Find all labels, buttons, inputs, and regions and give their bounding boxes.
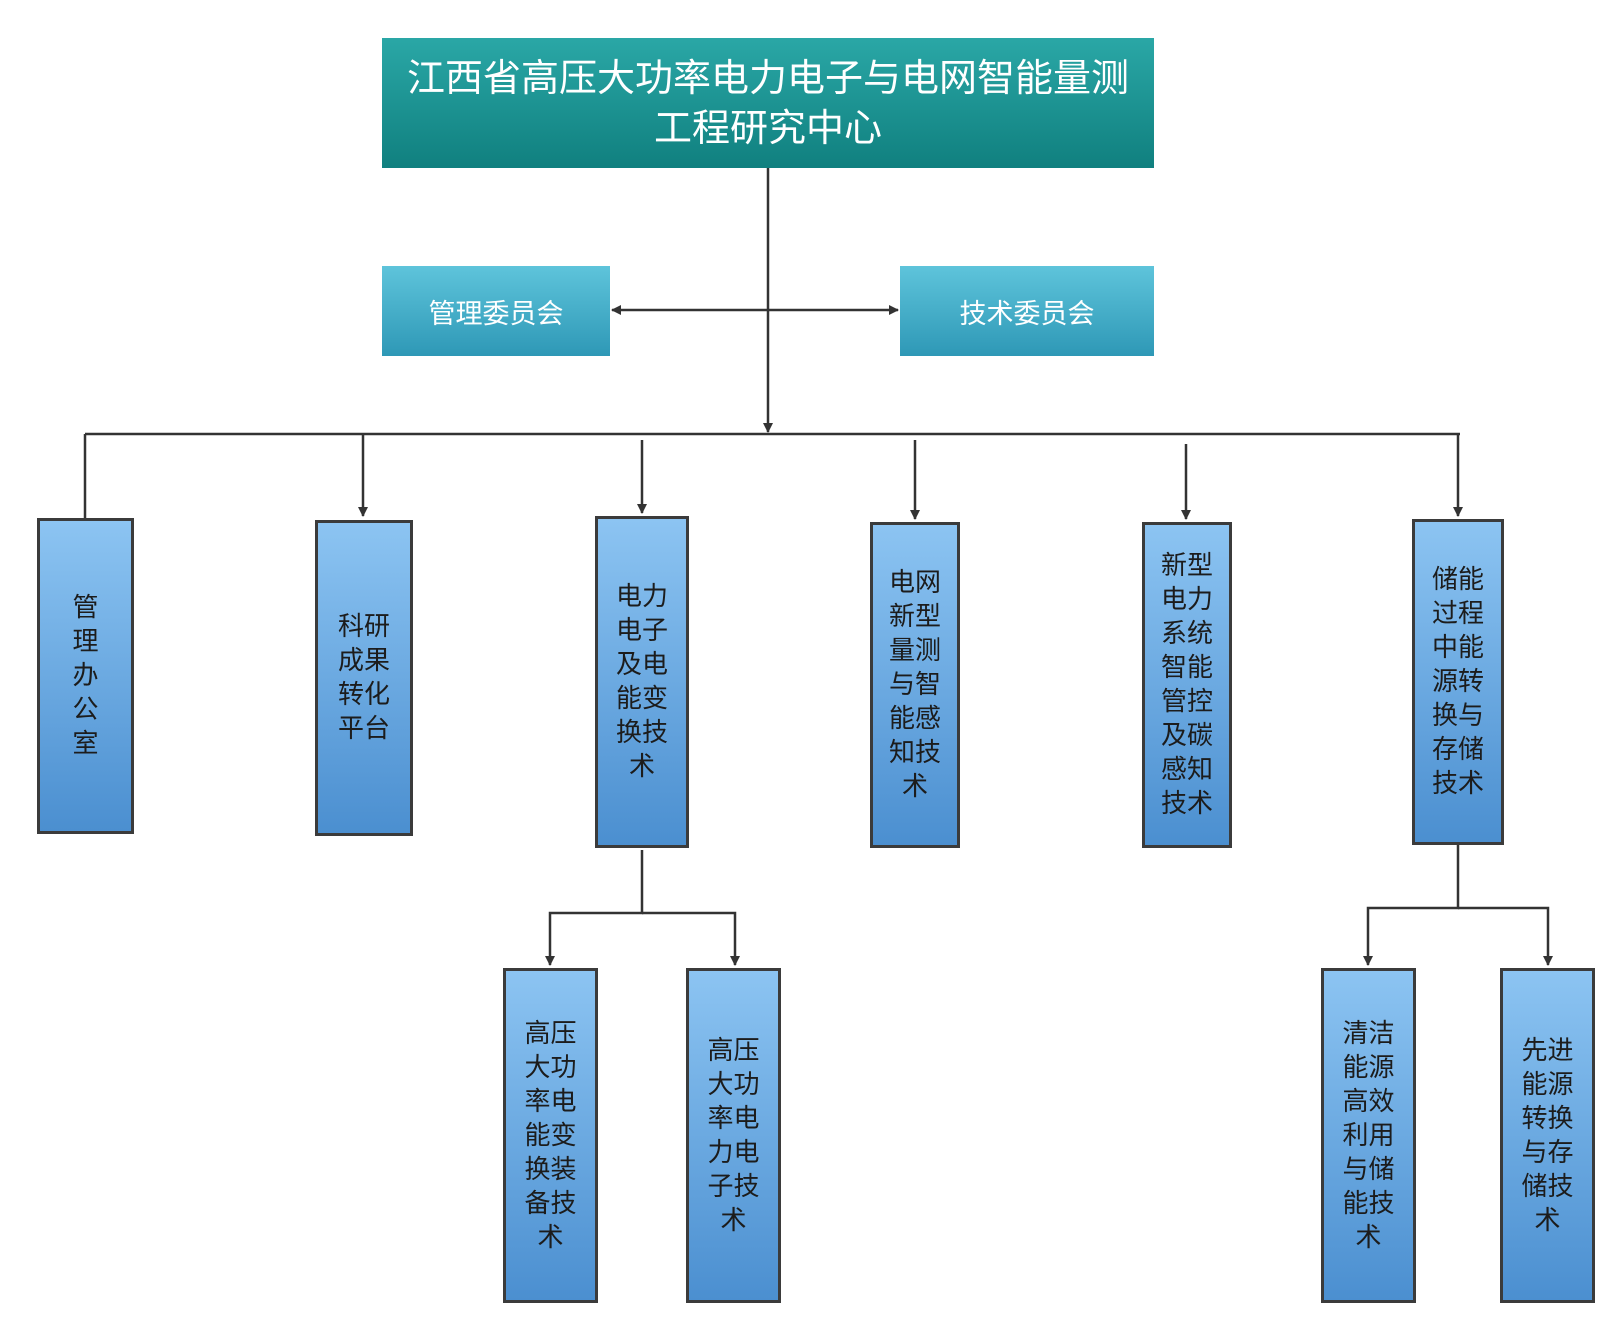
sub-arrow-es-1 [1363,845,1460,966]
dept-label: 储能过程中能源转换与存储技术 [1431,565,1484,799]
subdept-label: 高压大功率电力电子技术 [707,1035,760,1236]
subdept-hv-conversion-equipment: 高压大功率电能变换装备技术 [503,968,598,1303]
dept-power-system-control: 新型电力系统智能管控及碳感知技术 [1142,522,1232,848]
subdept-label: 先进能源转换与存储技术 [1521,1035,1574,1236]
sub-arrow-pe-1 [545,850,644,966]
sub-arrow-es-2 [1458,906,1553,966]
management-committee-box: 管理委员会 [382,266,610,356]
dept-management-office: 管理办公室 [37,518,134,834]
dept-energy-storage: 储能过程中能源转换与存储技术 [1412,519,1504,845]
technical-committee-label: 技术委员会 [959,298,1095,330]
dept-label: 管理办公室 [72,593,99,759]
technical-committee-box: 技术委员会 [900,266,1154,356]
subdept-label: 清洁能源高效利用与储能技术 [1342,1018,1395,1253]
dept-label: 电网新型量测与智能感知技术 [888,568,941,802]
center-title-text: 江西省高压大功率电力电子与电网智能量测工程研究中心 [406,56,1129,150]
dept-grid-measurement: 电网新型量测与智能感知技术 [870,522,960,848]
subdept-label: 高压大功率电能变换装备技术 [524,1018,577,1253]
center-title-box: 江西省高压大功率电力电子与电网智能量测工程研究中心 [382,38,1154,168]
subdept-hv-power-electronics: 高压大功率电力电子技术 [686,968,781,1303]
management-committee-label: 管理委员会 [428,298,564,330]
dept-label: 电力电子及电能变换技术 [615,582,668,782]
subdept-advanced-energy-conversion: 先进能源转换与存储技术 [1500,968,1595,1303]
dept-power-electronics: 电力电子及电能变换技术 [595,516,689,848]
dept-research-transfer-platform: 科研成果转化平台 [315,520,413,836]
dept-label: 新型电力系统智能管控及碳感知技术 [1160,551,1213,819]
dept-label: 科研成果转化平台 [337,612,390,744]
sub-arrow-pe-2 [642,911,740,966]
subdept-clean-energy-storage: 清洁能源高效利用与储能技术 [1321,968,1416,1303]
